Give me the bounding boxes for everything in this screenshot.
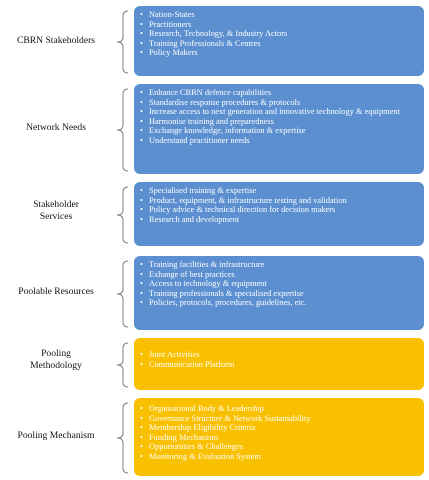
list-item: Specialised training & expertise <box>140 186 416 196</box>
brace-shape <box>116 342 129 388</box>
list-item: Monitoring & Evaluation System <box>140 452 416 462</box>
list-item: Access to technology & equipment <box>140 279 416 289</box>
list-item: Training Professionals & Centres <box>140 39 416 49</box>
brace-icon <box>114 10 130 74</box>
list-item: Policies, protocols, procedures, guideli… <box>140 298 416 308</box>
row-box: Joint Activities Communication Platform <box>134 338 424 390</box>
brace-shape <box>116 186 129 244</box>
row-label: Network Needs <box>26 122 86 133</box>
list-item: Funding Mechanism <box>140 433 416 443</box>
brace-path <box>116 342 129 388</box>
list-item: Policy advice & technical direction for … <box>140 205 416 215</box>
list-item: Standardise response procedures & protoc… <box>140 98 416 108</box>
row-poolable-resources: Poolable Resources Training facilities &… <box>0 256 429 330</box>
brace-icon <box>114 342 130 388</box>
row-label: Stakeholder Services <box>33 199 79 222</box>
list-item: Harmonise training and preparedness <box>140 117 416 127</box>
list-item: Research, Technology, & Industry Actors <box>140 29 416 39</box>
list-item: Training facilities & infrastructure <box>140 260 416 270</box>
brace-icon <box>114 186 130 244</box>
row-pooling-mechanism: Pooling Mechanism Organsational Body & L… <box>0 398 429 476</box>
list-item: Nation-States <box>140 10 416 20</box>
list-item: Governance Structure & Network Sustainab… <box>140 414 416 424</box>
brace-shape <box>116 260 129 328</box>
brace-path <box>116 260 129 328</box>
row-box: Training facilities & infrastructure Exh… <box>134 256 424 330</box>
brace-icon <box>114 260 130 328</box>
list-item: Communication Platform <box>140 360 416 370</box>
list-item: Practitioners <box>140 20 416 30</box>
row-cbrn-stakeholders: CBRN Stakeholders Nation-States Practiti… <box>0 6 429 76</box>
row-box: Enhance CBRN defence capabilities Standa… <box>134 84 424 174</box>
row-pooling-methodology: Pooling Methodology Joint Activities Com… <box>0 338 429 390</box>
list-item: Joint Activities <box>140 350 416 360</box>
brace-shape <box>116 88 129 172</box>
list-item: Understand practitioner needs <box>140 136 416 146</box>
list-item: Exhange of best practices <box>140 270 416 280</box>
brace-shape <box>116 10 129 74</box>
list-item: Organsational Body & Leadership <box>140 404 416 414</box>
row-network-needs: Network Needs Enhance CBRN defence capab… <box>0 84 429 174</box>
brace-icon <box>114 88 130 172</box>
list-item: Training professionals & specialised exp… <box>140 289 416 299</box>
row-box: Specialised training & expertise Product… <box>134 182 424 246</box>
row-label: CBRN Stakeholders <box>16 35 96 46</box>
row-box: Nation-States Practitioners Research, Te… <box>134 6 424 76</box>
row-box: Organsational Body & Leadership Governan… <box>134 398 424 476</box>
list-item: Product, equipment, & infrastructure tes… <box>140 196 416 206</box>
brace-shape <box>116 402 129 474</box>
brace-path <box>116 402 129 474</box>
list-item: Increase access to next generation and i… <box>140 107 416 117</box>
row-label: Poolable Resources <box>18 286 94 297</box>
list-item: Exchange knowledge, information & expert… <box>140 126 416 136</box>
row-stakeholder-services: Stakeholder Services Specialised trainin… <box>0 182 429 246</box>
brace-path <box>116 186 129 244</box>
list-item: Research and development <box>140 215 416 225</box>
list-item: Policy Makers <box>140 48 416 58</box>
list-item: Enhance CBRN defence capabilities <box>140 88 416 98</box>
brace-path <box>116 10 129 74</box>
brace-path <box>116 88 129 172</box>
list-item: Opportunities & Challenges <box>140 442 416 452</box>
list-item: Membership Eligibility Criteria <box>140 423 416 433</box>
row-label: Pooling Methodology <box>30 348 82 371</box>
brace-icon <box>114 402 130 474</box>
row-label: Pooling Mechanism <box>17 430 95 441</box>
